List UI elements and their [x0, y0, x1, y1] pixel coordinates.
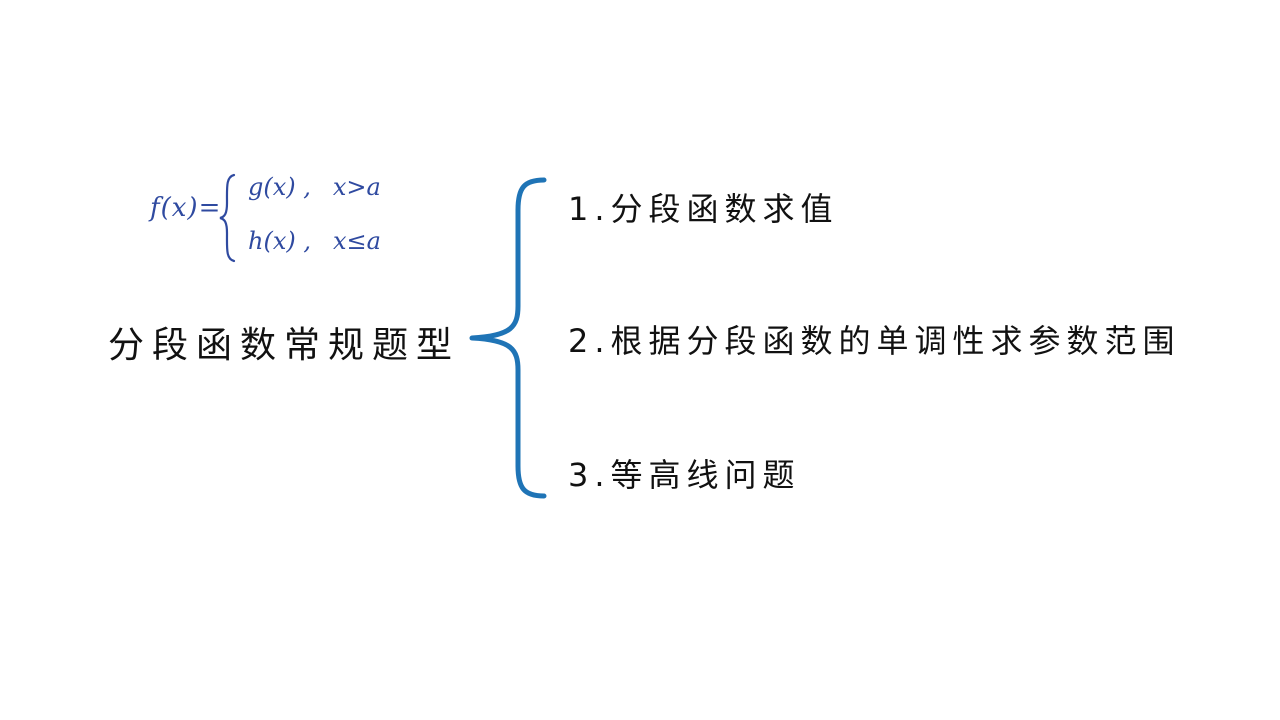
formula-brace-icon	[219, 173, 236, 263]
case-2-condition: x≤a	[332, 227, 381, 255]
formula-lhs: f(x)=	[150, 193, 222, 223]
formula-case-1: g(x) , x>a	[248, 173, 381, 201]
case-1-expr: g(x) ,	[248, 173, 311, 201]
list-item-1: 1.分段函数求值	[568, 190, 839, 228]
list-item-3: 3.等高线问题	[568, 456, 801, 494]
curly-brace-icon	[469, 177, 547, 499]
piecewise-formula: f(x)= g(x) , x>a h(x) , x≤a	[140, 165, 400, 270]
main-title: 分段函数常规题型	[108, 325, 461, 366]
formula-case-2: h(x) , x≤a	[248, 227, 381, 255]
list-item-2: 2.根据分段函数的单调性求参数范围	[568, 322, 1181, 360]
case-1-condition: x>a	[332, 173, 381, 201]
case-2-expr: h(x) ,	[248, 227, 311, 255]
